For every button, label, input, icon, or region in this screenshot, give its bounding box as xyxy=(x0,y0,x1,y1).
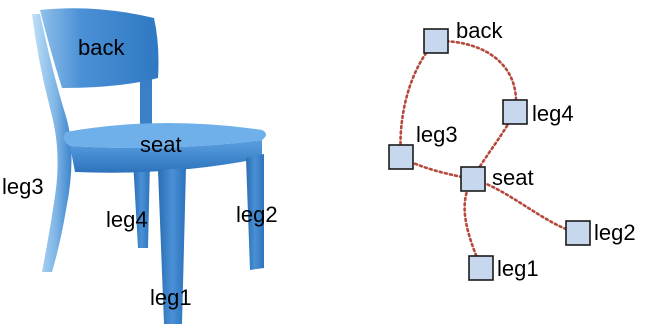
chair-label-leg2: leg2 xyxy=(236,202,278,227)
part-graph: back leg4 leg3 seat leg2 leg1 xyxy=(388,18,636,281)
chair-label-leg4: leg4 xyxy=(106,207,148,232)
graph-node-label-back: back xyxy=(456,18,503,43)
chair-leg1 xyxy=(158,168,186,324)
graph-node-leg4 xyxy=(502,99,528,125)
graph-node-leg3 xyxy=(388,144,414,170)
chair-back-post xyxy=(140,72,152,130)
chair-illustration: back seat leg3 leg4 leg2 leg1 xyxy=(2,8,278,324)
graph-node-label-seat: seat xyxy=(492,165,534,190)
graph-edge-back-leg4 xyxy=(434,39,518,114)
graph-edges xyxy=(399,39,580,270)
chair-leg2 xyxy=(246,154,264,270)
graph-node-label-leg3: leg3 xyxy=(416,122,458,147)
chair-label-leg1: leg1 xyxy=(150,285,192,310)
chair-seat xyxy=(70,140,262,173)
graph-nodes: back leg4 leg3 seat leg2 leg1 xyxy=(388,18,636,281)
chair-leg3 xyxy=(32,14,72,272)
chair-leg4 xyxy=(133,160,150,248)
graph-node-label-leg2: leg2 xyxy=(594,220,636,245)
graph-node-label-leg4: leg4 xyxy=(532,101,574,126)
graph-node-leg2 xyxy=(565,220,591,246)
chair-seat-top xyxy=(63,122,266,148)
chair-back xyxy=(40,8,159,89)
graph-node-leg1 xyxy=(468,255,494,281)
chair-label-seat: seat xyxy=(140,132,182,157)
graph-edge-seat-leg1 xyxy=(463,177,483,270)
chair-label-leg3: leg3 xyxy=(2,174,44,199)
graph-node-label-leg1: leg1 xyxy=(497,256,539,281)
chair-label-back: back xyxy=(78,35,125,60)
graph-node-back xyxy=(423,28,449,54)
graph-node-seat xyxy=(460,166,486,192)
